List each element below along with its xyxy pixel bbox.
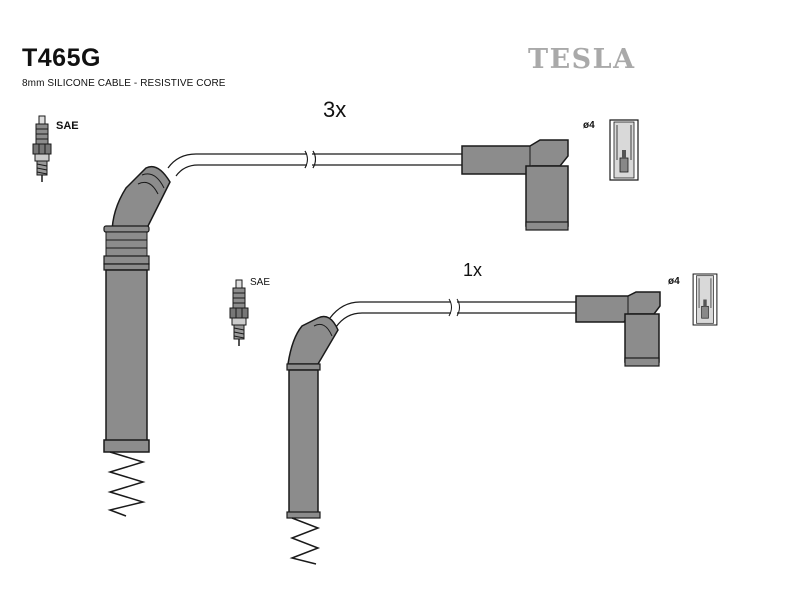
long-lead-spark-plug-icon bbox=[32, 115, 52, 183]
part-number: T465G bbox=[22, 44, 101, 72]
short-lead-spark-plug-icon bbox=[229, 279, 249, 347]
short-lead-spring bbox=[289, 517, 321, 565]
long-lead-terminal-size: ø4 bbox=[583, 120, 595, 131]
short-lead-plug-standard: SAE bbox=[250, 277, 271, 288]
long-lead bbox=[103, 139, 569, 517]
cable-spec: 8mm SILICONE CABLE - RESISTIVE CORE bbox=[22, 78, 226, 89]
long-lead-distributor-boot bbox=[461, 139, 569, 231]
brand-logo: TESLA bbox=[528, 44, 636, 75]
long-lead-terminal-icon bbox=[609, 119, 639, 181]
long-lead-plug-standard: SAE bbox=[56, 120, 79, 132]
short-lead-plug-boot bbox=[287, 315, 339, 365]
short-lead-quantity: 1x bbox=[463, 260, 483, 280]
long-lead-plug-boot bbox=[111, 165, 171, 235]
long-lead-quantity: 3x bbox=[323, 97, 347, 122]
short-lead bbox=[286, 291, 661, 565]
short-lead-terminal-size: ø4 bbox=[668, 276, 680, 287]
long-lead-spring bbox=[107, 451, 146, 517]
short-lead-terminal-icon bbox=[692, 273, 718, 326]
short-lead-distributor-boot bbox=[575, 291, 661, 367]
